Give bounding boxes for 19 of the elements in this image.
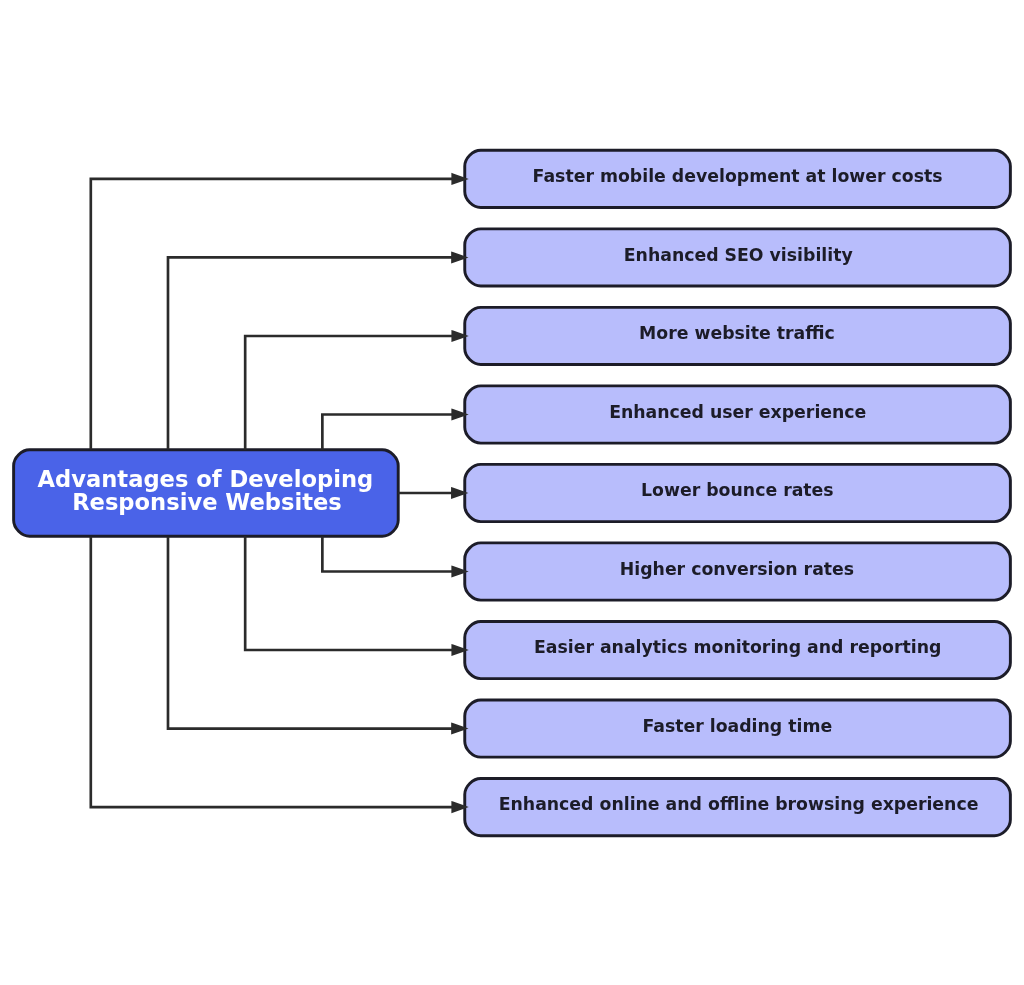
arrow [166, 536, 469, 735]
node-box: Advantages of Developing Responsive Websites [12, 447, 400, 538]
node-box: Higher conversion rates [463, 540, 1012, 602]
arrow [321, 407, 469, 450]
node-box: Lower bounce rates [463, 462, 1012, 523]
node-box: Enhanced online and offline browsing experience [463, 776, 1012, 837]
arrow [243, 535, 469, 656]
arrow [89, 172, 469, 449]
node-box: Faster loading time [463, 697, 1012, 759]
node-box: Easier analytics monitoring and reporting [463, 619, 1012, 680]
node-box: More website traffic [463, 305, 1012, 366]
node-box: Faster mobile development at lower costs [463, 148, 1012, 209]
arrow [166, 250, 469, 449]
node-box: Enhanced user experience [463, 383, 1012, 445]
arrow [398, 486, 469, 499]
arrow [89, 536, 469, 813]
arrow [321, 535, 469, 578]
node-box: Enhanced SEO visibility [463, 226, 1012, 288]
arrow [243, 329, 469, 450]
